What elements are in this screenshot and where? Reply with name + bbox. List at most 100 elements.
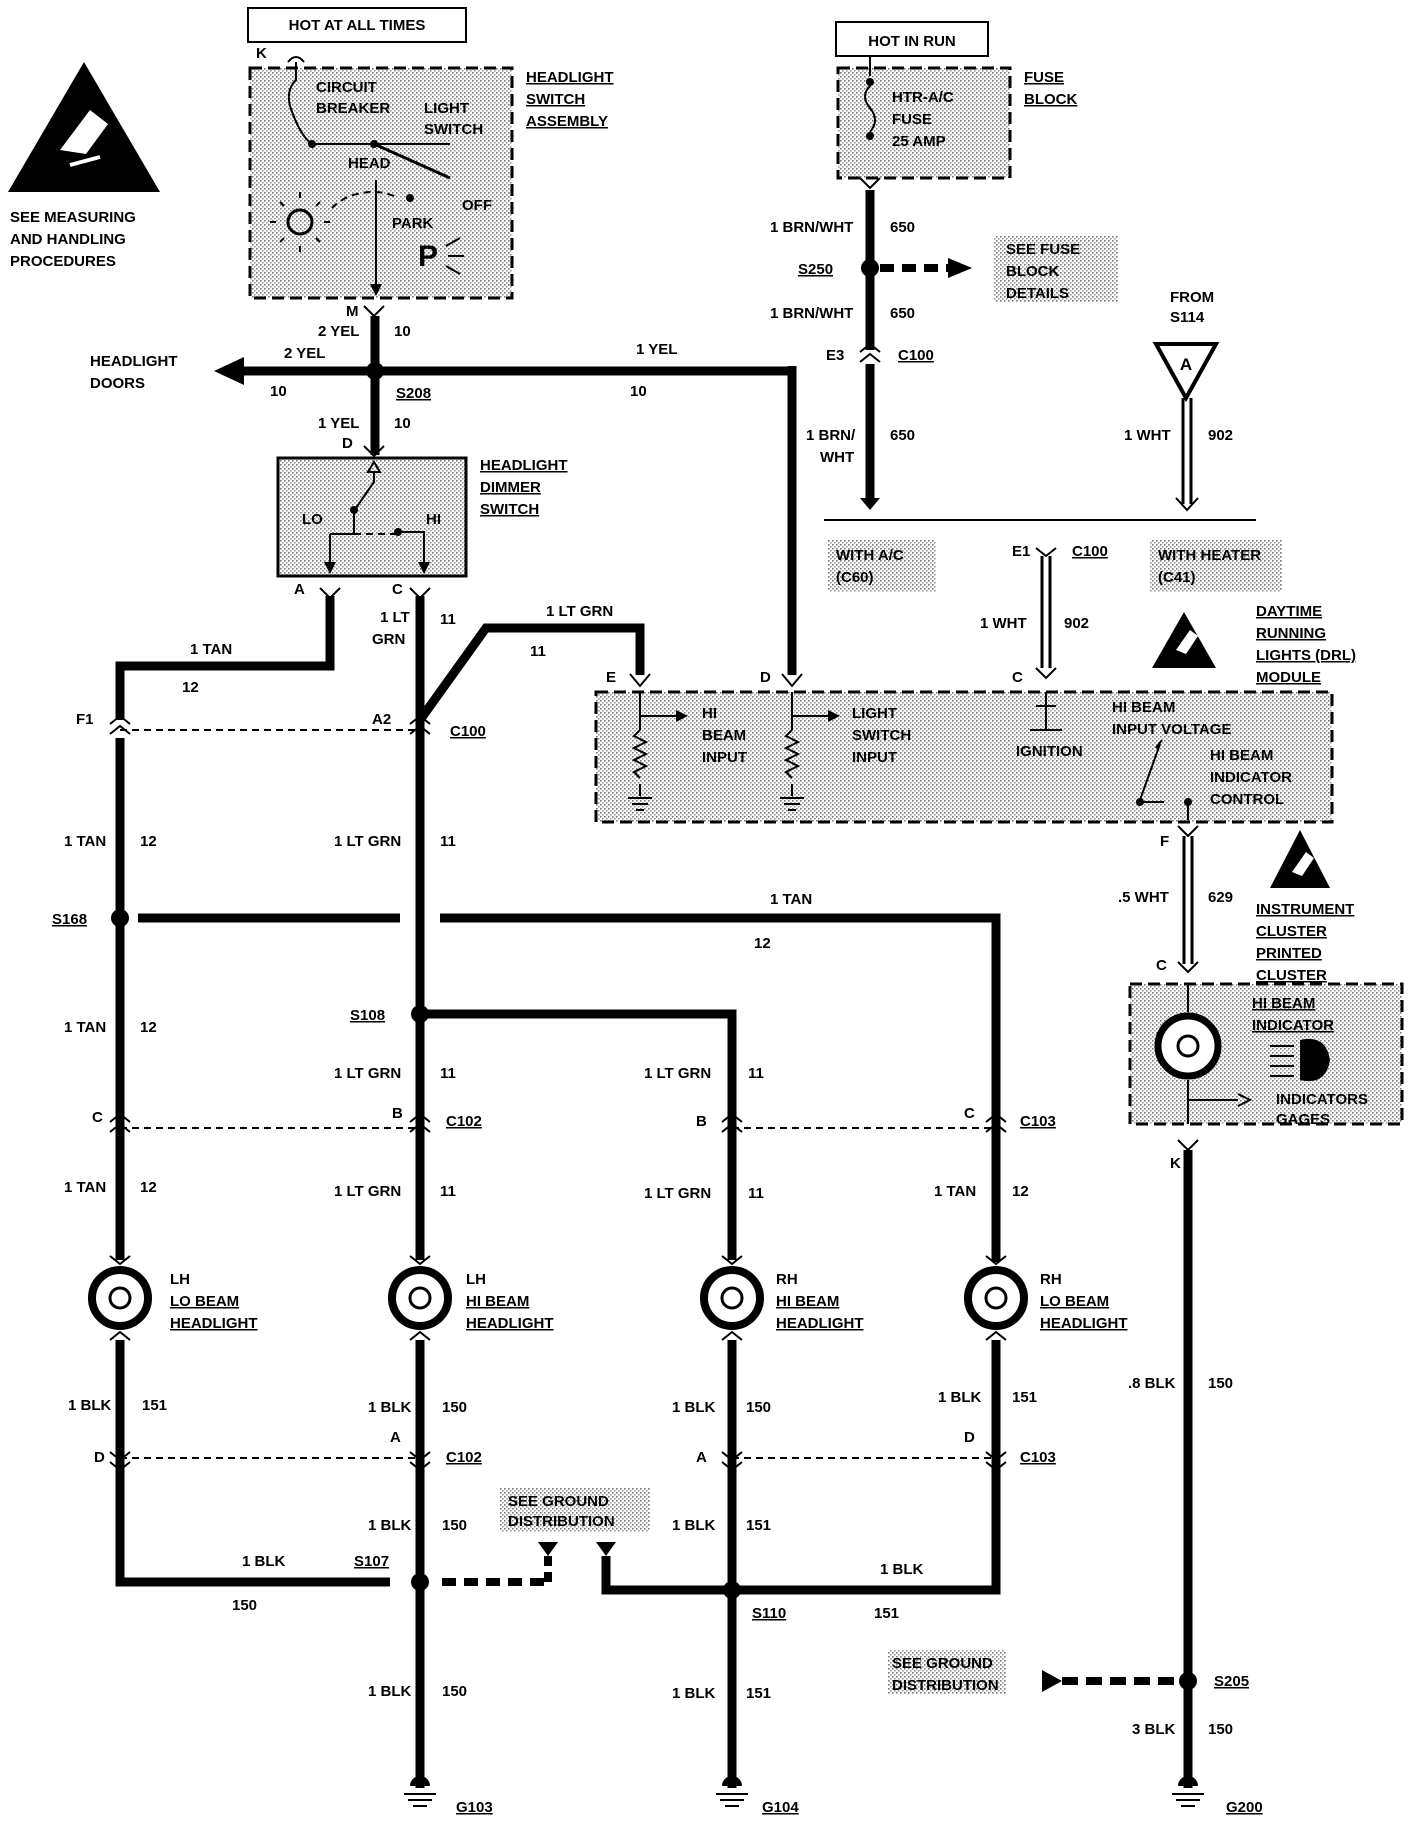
- hs-title-2: SWITCH: [526, 91, 585, 108]
- c103-label: C103: [1020, 1113, 1056, 1130]
- hi-beam-indicator-lamp: [1154, 984, 1253, 1124]
- drl-title-1: DAYTIME: [1256, 603, 1322, 620]
- fuse-name-2: FUSE: [892, 111, 932, 128]
- hi-beam-indicator-control-3: CONTROL: [1210, 791, 1284, 808]
- lh-hi-side: LH: [466, 1271, 486, 1288]
- c103-pin-b: B: [696, 1113, 707, 1130]
- drl-module: [594, 690, 1334, 824]
- wire-ltgrn-4-code: 11: [440, 1065, 456, 1082]
- with-heater-line-1: WITH HEATER: [1158, 547, 1261, 564]
- hi-beam-input-voltage-2: INPUT VOLTAGE: [1112, 721, 1231, 738]
- wire-1yel-a-code: 10: [630, 383, 647, 400]
- wire-wht-5: .5 WHT: [1118, 889, 1169, 906]
- fuse-block: [836, 66, 1012, 180]
- dimmer-title-2: DIMMER: [480, 479, 541, 496]
- c102-pin-b: B: [392, 1105, 403, 1122]
- wire-blk-a-code: 151: [142, 1397, 167, 1414]
- drl-pin-e: E: [606, 669, 616, 686]
- s108-label: S108: [350, 1007, 385, 1024]
- drl-pin-f: F: [1160, 833, 1169, 850]
- wire-blk-3-code: 150: [1208, 1721, 1233, 1738]
- c100-pin-a2: A2: [372, 711, 391, 728]
- c100-label-right: C100: [1072, 543, 1108, 560]
- wire-ltgrn-6-code: 11: [440, 1183, 456, 1200]
- wire-ltgrn-7-code: 11: [748, 1185, 764, 1202]
- wire-2yel-a: 2 YEL: [318, 323, 359, 340]
- see-fuse-line-3: DETAILS: [1006, 285, 1069, 302]
- c100-label-mid: C100: [450, 723, 486, 740]
- wire-1yel-a: 1 YEL: [636, 341, 677, 358]
- s208-label: S208: [396, 385, 431, 402]
- lh-hi-beam-headlight: [388, 1255, 452, 1341]
- rh-lo-beam-headlight: [964, 1255, 1028, 1341]
- with-heater-note: [1150, 540, 1282, 592]
- with-ac-note: [828, 540, 936, 592]
- wire-blk-d: 1 BLK: [938, 1389, 982, 1406]
- wire-tan-6-code: 12: [1012, 1183, 1029, 1200]
- ignition-label: IGNITION: [1016, 743, 1083, 760]
- wire-blk-b-code: 150: [442, 1399, 467, 1416]
- hi-beam-input-1: HI: [702, 705, 717, 722]
- from-s114-triangle-icon: [1152, 342, 1220, 403]
- ground-g103-icon: [404, 1776, 436, 1807]
- wire-wht-2-code: 902: [1064, 615, 1089, 632]
- hi-beam-input-resistor: [628, 692, 688, 811]
- hi-beam-indicator-1: HI BEAM: [1252, 995, 1315, 1012]
- see-ground-1-line-2: DISTRIBUTION: [508, 1513, 615, 1530]
- lh-lo-side: LH: [170, 1271, 190, 1288]
- ground-dist-arrow-right: [596, 1542, 616, 1556]
- ground-g104-icon: [716, 1776, 748, 1807]
- hi-beam-input-2: BEAM: [702, 727, 746, 744]
- c102-pin-c: C: [92, 1109, 103, 1126]
- c102b-label: C102: [446, 1449, 482, 1466]
- drl-title-3: LIGHTS (DRL): [1256, 647, 1356, 664]
- s205-label: S205: [1214, 1673, 1249, 1690]
- esd-note-line-1: SEE MEASURING: [10, 209, 136, 226]
- wire-ltgrn-5: 1 LT GRN: [644, 1065, 711, 1082]
- indicators-gages-1: INDICATORS: [1276, 1091, 1368, 1108]
- splice-s107: [411, 1573, 429, 1591]
- c103-pin-c: C: [964, 1105, 975, 1122]
- dimmer-pin-a: A: [294, 581, 305, 598]
- light-switch-label-1: LIGHT: [424, 100, 469, 117]
- hi-beam-indicator-control-2: INDICATOR: [1210, 769, 1292, 786]
- wire-2yel-b-code: 10: [270, 383, 287, 400]
- hot-in-run-box: [835, 21, 989, 57]
- circuit-breaker-label-1: CIRCUIT: [316, 79, 377, 96]
- wire-brnwht-2-code: 650: [890, 305, 915, 322]
- hot-at-all-times-label: HOT AT ALL TIMES: [289, 17, 426, 34]
- fuse-block-title-2: BLOCK: [1024, 91, 1077, 108]
- wire-ltgrn-4: 1 LT GRN: [334, 1065, 401, 1082]
- hi-beam-indicator-2: INDICATOR: [1252, 1017, 1334, 1034]
- headlight-switch-assembly: [248, 66, 514, 300]
- wire-blk-b: 1 BLK: [368, 1399, 412, 1416]
- s107-label: S107: [354, 1553, 389, 1570]
- c100-pin-e1: E1: [1012, 543, 1030, 560]
- splice-s168: [111, 909, 129, 927]
- wire-blk-8: .8 BLK: [1128, 1375, 1176, 1392]
- see-fuse-line-1: SEE FUSE: [1006, 241, 1080, 258]
- light-switch-input-1: LIGHT: [852, 705, 897, 722]
- wire-blk-g: 1 BLK: [242, 1553, 286, 1570]
- wire-blk-3: 3 BLK: [1132, 1721, 1176, 1738]
- rh-hi-beam-headlight: [700, 1255, 764, 1341]
- wire-tan-4: 1 TAN: [64, 1019, 106, 1036]
- light-switch-input-3: INPUT: [852, 749, 897, 766]
- wire-blk-e: 1 BLK: [368, 1517, 412, 1534]
- lh-hi-name-2: HEADLIGHT: [466, 1315, 554, 1332]
- wire-tan-5: 1 TAN: [64, 1179, 106, 1196]
- see-fuse-note: [994, 236, 1118, 302]
- wire-blk-c: 1 BLK: [672, 1399, 716, 1416]
- wire-brnwht-3b: WHT: [820, 449, 854, 466]
- park-label: PARK: [392, 215, 434, 232]
- c103b-pin-d: D: [964, 1429, 975, 1446]
- wire-blk-i-code: 150: [442, 1683, 467, 1700]
- with-heater-line-2: (C41): [1158, 569, 1196, 586]
- light-switch-input-2: SWITCH: [852, 727, 911, 744]
- rh-hi-name-2: HEADLIGHT: [776, 1315, 864, 1332]
- headlight-doors-label-1: HEADLIGHT: [90, 353, 178, 370]
- wire-tan-4-code: 12: [140, 1019, 157, 1036]
- drl-title-2: RUNNING: [1256, 625, 1326, 642]
- wire-tan-6: 1 TAN: [934, 1183, 976, 1200]
- hs-title-3: ASSEMBLY: [526, 113, 608, 130]
